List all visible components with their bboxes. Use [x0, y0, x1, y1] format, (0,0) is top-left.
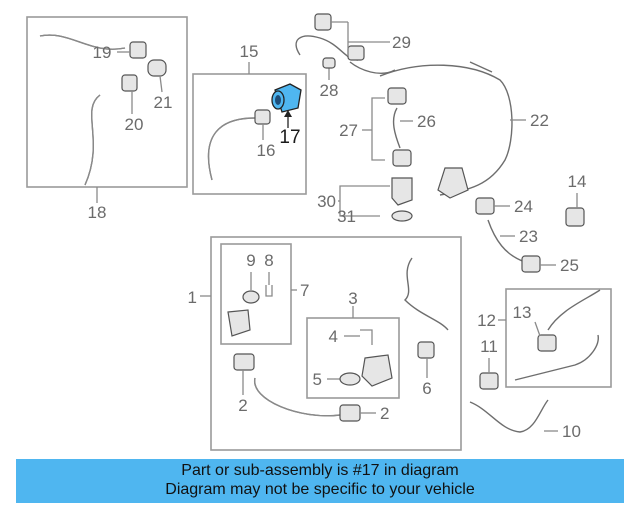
part-21-connector[interactable]: [147, 59, 167, 93]
callout-10: 10: [562, 422, 581, 441]
callout-1: 1: [188, 288, 197, 307]
callout-13: 13: [513, 303, 532, 322]
callout-29: 29: [392, 33, 411, 52]
callout-18: 18: [88, 203, 107, 222]
group-box-12: [498, 288, 612, 388]
callout-2a: 2: [238, 396, 247, 415]
callout-5: 5: [313, 370, 322, 389]
callout-30: 30: [317, 192, 336, 211]
info-banner: Part or sub-assembly is #17 in diagram D…: [16, 459, 624, 503]
parts-3-4-5: [327, 329, 393, 387]
parts-8-9: [227, 272, 273, 337]
callout-22: 22: [530, 111, 549, 130]
callout-16: 16: [257, 141, 276, 160]
callout-24: 24: [514, 197, 533, 216]
group-box-18: [26, 16, 188, 188]
parts-2-6: [233, 341, 435, 422]
callout-17: 17: [279, 127, 300, 148]
bracket-30: [338, 177, 413, 222]
callout-14: 14: [568, 172, 587, 191]
callout-2b: 2: [380, 404, 389, 423]
callout-27: 27: [339, 121, 358, 140]
callout-15: 15: [240, 42, 259, 61]
callout-28: 28: [320, 81, 339, 100]
part-20-clamp[interactable]: [121, 74, 138, 114]
callout-7: 7: [300, 281, 309, 300]
callout-3: 3: [348, 289, 357, 308]
part-24-25-23: [475, 197, 556, 273]
callout-11: 11: [480, 337, 498, 356]
part-17-highlighted[interactable]: [271, 83, 302, 128]
banner-line-1: Part or sub-assembly is #17 in diagram: [181, 462, 459, 479]
hose-28-29: [295, 13, 396, 80]
callout-6: 6: [422, 379, 431, 398]
group-box-1: [200, 236, 462, 451]
pipe-22: [379, 61, 526, 196]
fitting-center: [437, 167, 469, 199]
callout-20: 20: [125, 115, 144, 134]
callout-8: 8: [264, 251, 273, 270]
callout-31: 31: [337, 207, 356, 226]
callout-26: 26: [417, 112, 436, 131]
part-19-clamp[interactable]: [117, 41, 147, 59]
part-14-clamp[interactable]: [565, 193, 585, 227]
bracket-27: [362, 87, 413, 167]
callout-4: 4: [329, 327, 338, 346]
callout-21: 21: [154, 93, 173, 112]
callout-9: 9: [246, 251, 255, 270]
callout-23: 23: [519, 227, 538, 246]
banner-line-2: Diagram may not be specific to your vehi…: [165, 481, 475, 498]
parts-10-11: [469, 358, 558, 433]
callout-12: 12: [477, 311, 496, 330]
group-box-15: [192, 62, 307, 195]
part-16-clamp[interactable]: [254, 109, 271, 140]
callout-25: 25: [560, 256, 579, 275]
callout-19: 19: [93, 43, 112, 62]
